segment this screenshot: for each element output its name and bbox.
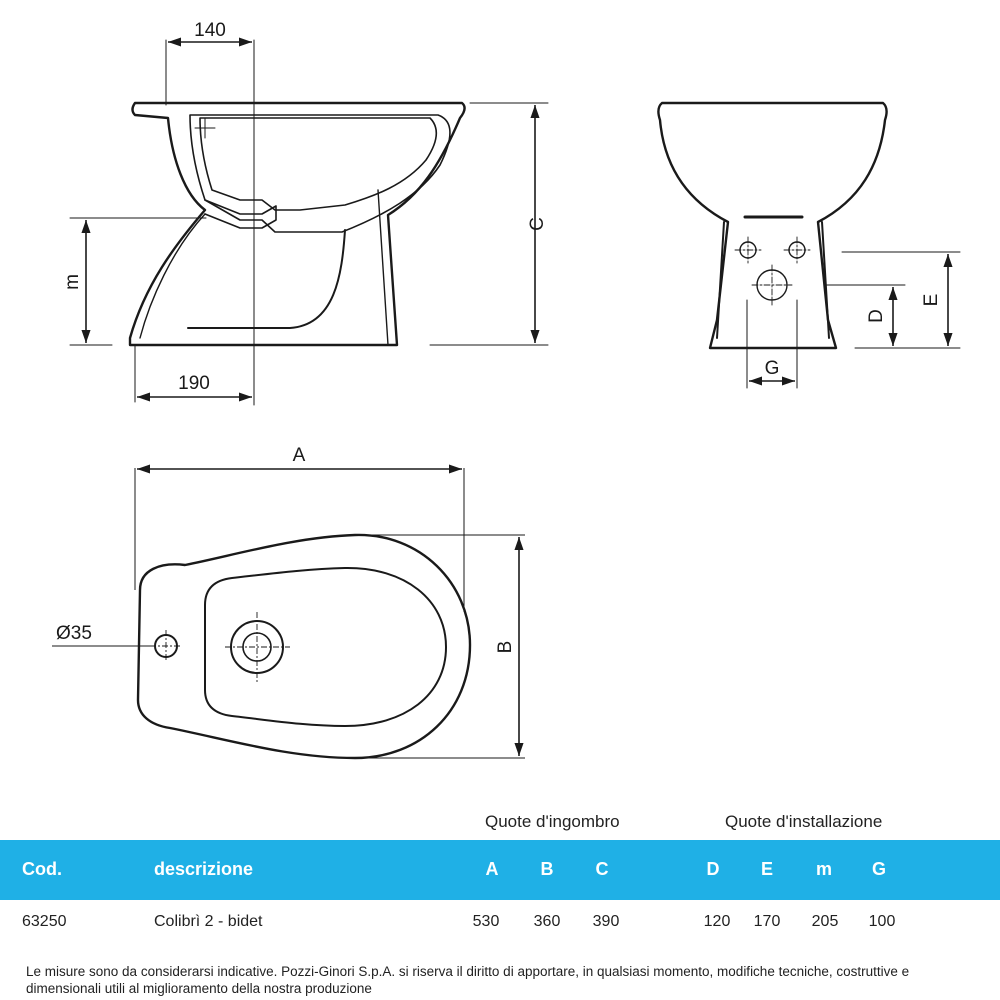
plan-view-outline <box>136 533 472 760</box>
table-header-band <box>0 840 1000 900</box>
side-view-dimensions <box>81 37 540 402</box>
dim-140-label: 140 <box>194 20 226 41</box>
plan-view-dimensions <box>137 464 524 756</box>
dim-a-label: A <box>293 445 306 466</box>
side-view <box>69 39 549 406</box>
side-view-base-line <box>377 189 389 346</box>
row-a: 530 <box>472 913 500 930</box>
dim-e-label: E <box>921 294 942 307</box>
rear-view <box>657 101 961 389</box>
plan-view-bowl <box>204 566 447 727</box>
dim-c-label: C <box>527 217 548 231</box>
row-e: 170 <box>753 913 781 930</box>
row-c: 390 <box>592 913 620 930</box>
row-d: 120 <box>703 913 731 930</box>
disclaimer-note: Le misure sono da considerarsi indicativ… <box>26 964 910 996</box>
side-view-foot-curve <box>139 213 206 339</box>
rear-view-outline <box>657 101 888 350</box>
header-a: A <box>485 859 499 879</box>
row-m: 205 <box>811 913 839 930</box>
dim-m-label: m <box>62 274 83 290</box>
group-title-overall: Quote d'ingombro <box>485 812 620 831</box>
technical-drawing: 140 190 C m G D E <box>52 20 961 760</box>
header-m: m <box>815 859 833 879</box>
row-code: 63250 <box>22 913 67 930</box>
header-g: G <box>871 859 887 879</box>
header-e: E <box>760 859 774 879</box>
header-b: B <box>540 859 554 879</box>
side-view-contour <box>187 229 346 329</box>
header-code: Cod. <box>22 859 62 879</box>
header-c: C <box>595 859 609 879</box>
dim-g-label: G <box>765 358 780 379</box>
group-title-install: Quote d'installazione <box>725 812 883 831</box>
dim-hole-label: Ø35 <box>56 623 92 644</box>
header-description: descrizione <box>154 859 254 879</box>
row-b: 360 <box>533 913 561 930</box>
side-view-inner-bowl <box>189 114 451 233</box>
side-view-outline <box>128 101 466 347</box>
header-d: D <box>706 859 720 879</box>
plan-view <box>52 468 525 760</box>
dim-b-label: B <box>495 641 516 654</box>
dim-d-label: D <box>866 309 887 323</box>
rear-view-dimensions <box>749 254 953 386</box>
row-description: Colibrì 2 - bidet <box>154 913 263 930</box>
side-view-rim-inner <box>199 117 438 211</box>
side-view-outlet <box>204 199 277 229</box>
dim-190-label: 190 <box>178 373 210 394</box>
row-g: 100 <box>868 913 896 930</box>
